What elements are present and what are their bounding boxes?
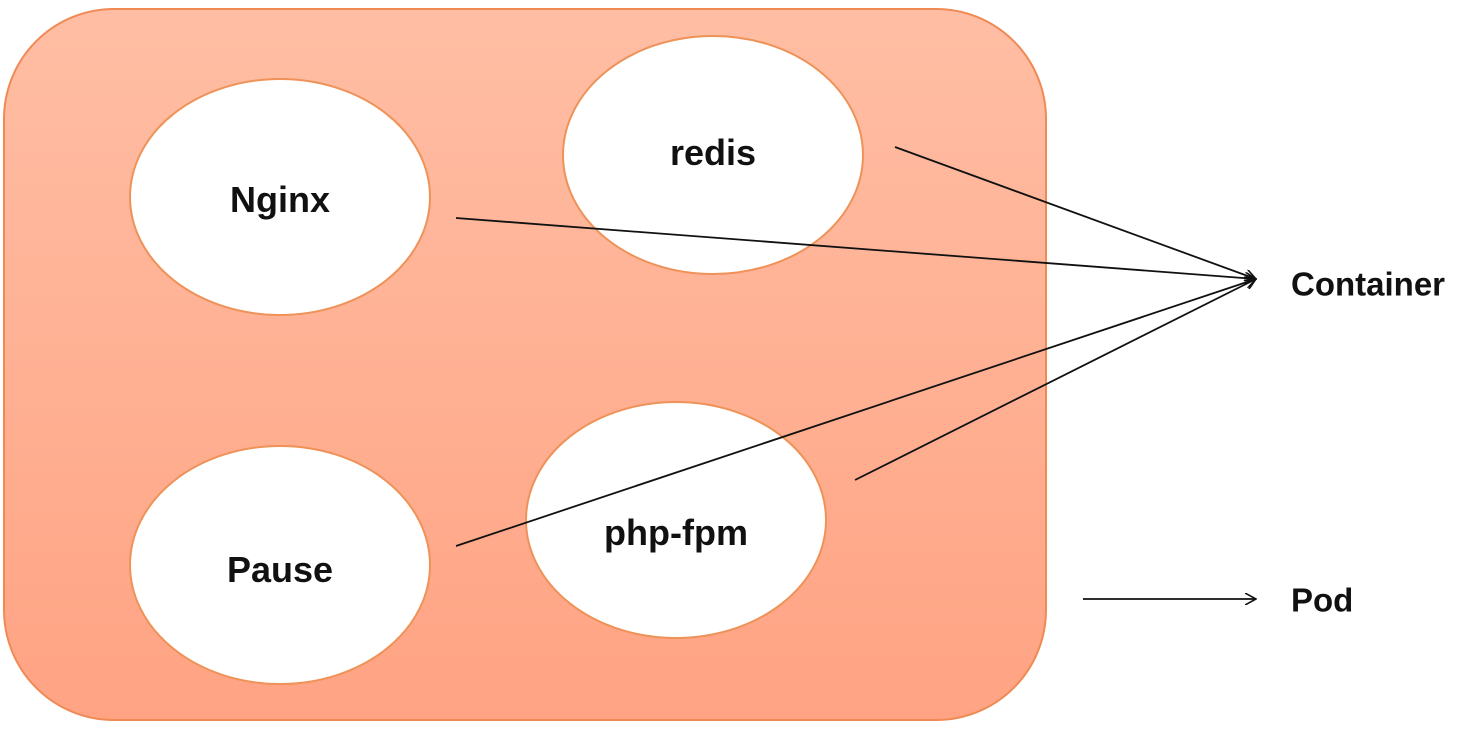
container-nginx xyxy=(129,78,431,316)
arrow-php-fpm-to-container xyxy=(854,279,1256,481)
arrow-redis-to-container xyxy=(894,146,1256,279)
container-pause xyxy=(129,445,431,685)
arrow-nginx-to-container xyxy=(455,217,1256,279)
legend-pod-label: Pod xyxy=(1291,581,1354,619)
container-label-pause: Pause xyxy=(226,549,334,590)
container-php-fpm xyxy=(525,401,827,639)
container-label-redis: redis xyxy=(669,132,757,173)
container-label-php-fpm: php-fpm xyxy=(604,512,748,553)
container-redis xyxy=(562,35,864,275)
legend-container-label: Container xyxy=(1291,265,1446,303)
container-label-nginx: Nginx xyxy=(229,179,331,220)
arrow-pause-to-container xyxy=(455,279,1256,547)
